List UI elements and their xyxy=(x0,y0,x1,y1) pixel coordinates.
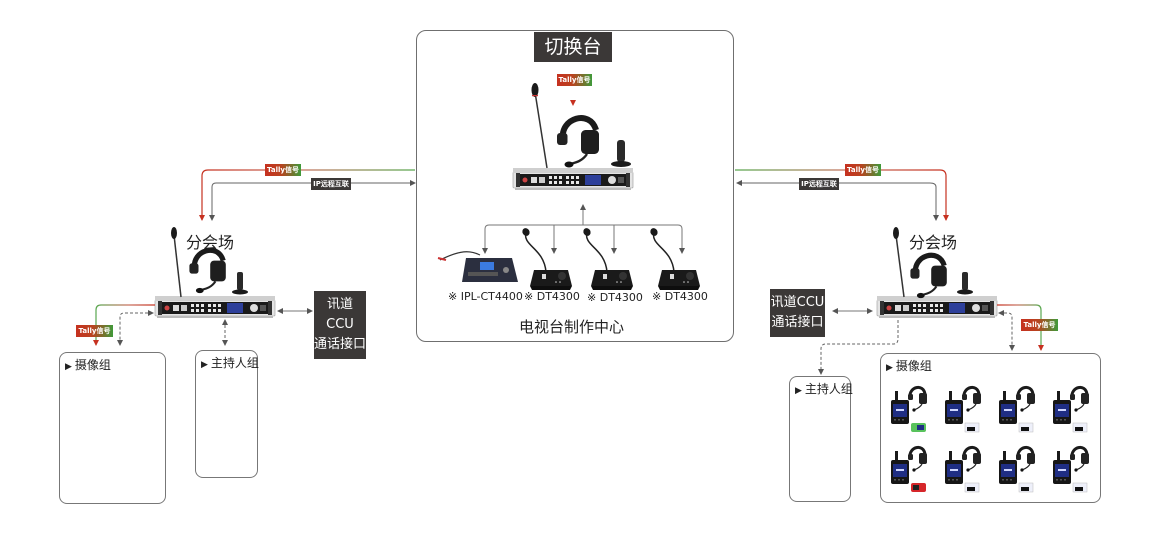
tally-link-left xyxy=(199,169,415,221)
triangle-right-icon: ▶ xyxy=(886,363,893,373)
left-joystick xyxy=(232,272,248,295)
right-link-ip-badge: IP远程互联 xyxy=(799,178,839,190)
right-site-title: 分会场 xyxy=(909,233,958,252)
right-host-group: ▶主持人组 xyxy=(789,376,853,502)
triangle-right-icon: ▶ xyxy=(65,362,72,372)
center-tally-badge: Tally信号 xyxy=(557,74,592,86)
left-link-ip-badge: IP远程互联 xyxy=(311,178,351,190)
left-gooseneck-mic xyxy=(171,227,182,298)
tally-link-right xyxy=(735,169,949,221)
right-headset xyxy=(910,255,946,298)
left-camera-group: ▶摄像组 xyxy=(59,352,166,504)
right-intercom-host xyxy=(818,320,899,375)
production-center-panel xyxy=(416,30,734,342)
left-tally-to-camera xyxy=(93,304,155,346)
left-intercom-camera xyxy=(117,310,154,346)
right-link-tally-badge: Tally信号 xyxy=(845,164,881,176)
center-gooseneck-mic xyxy=(531,83,548,169)
device-label-dt4300-1: ※ DT4300 xyxy=(524,290,580,303)
right-gooseneck-mic xyxy=(893,227,905,298)
left-site-title: 分会场 xyxy=(186,233,235,252)
left-headset xyxy=(189,250,225,293)
right-ccu-label: 讯道CCU 通话接口 xyxy=(770,289,825,337)
left-host-group: ▶主持人组 xyxy=(195,350,259,478)
center-joystick xyxy=(611,140,631,167)
right-tally-to-camera xyxy=(997,304,1044,351)
right-camera-group: ▶摄像组 xyxy=(880,353,1101,503)
left-site-tally-badge: Tally信号 xyxy=(76,325,113,337)
stations-bus xyxy=(484,224,683,250)
device-label-dt4300-3: ※ DT4300 xyxy=(652,290,708,303)
left-ccu-label: 讯道CCU 通话接口 xyxy=(314,291,366,359)
device-label-ipl-ct4400: ※ IPL-CT4400 xyxy=(448,290,523,303)
left-link-tally-badge: Tally信号 xyxy=(265,164,301,176)
center-caption: 电视台制作中心 xyxy=(519,318,625,336)
triangle-right-icon: ▶ xyxy=(201,360,208,370)
ipl-ct4400-panel xyxy=(437,251,518,282)
right-mixer xyxy=(876,295,998,319)
device-label-dt4300-2: ※ DT4300 xyxy=(587,291,643,304)
right-intercom-camera xyxy=(998,310,1015,351)
ip-link-left xyxy=(209,180,416,221)
switcher-label: 切换台 xyxy=(534,32,612,62)
ip-link-right xyxy=(736,180,939,221)
left-mixer xyxy=(154,295,276,319)
triangle-right-icon: ▶ xyxy=(795,386,802,396)
right-joystick xyxy=(957,272,973,295)
right-site-tally-badge: Tally信号 xyxy=(1021,319,1058,331)
